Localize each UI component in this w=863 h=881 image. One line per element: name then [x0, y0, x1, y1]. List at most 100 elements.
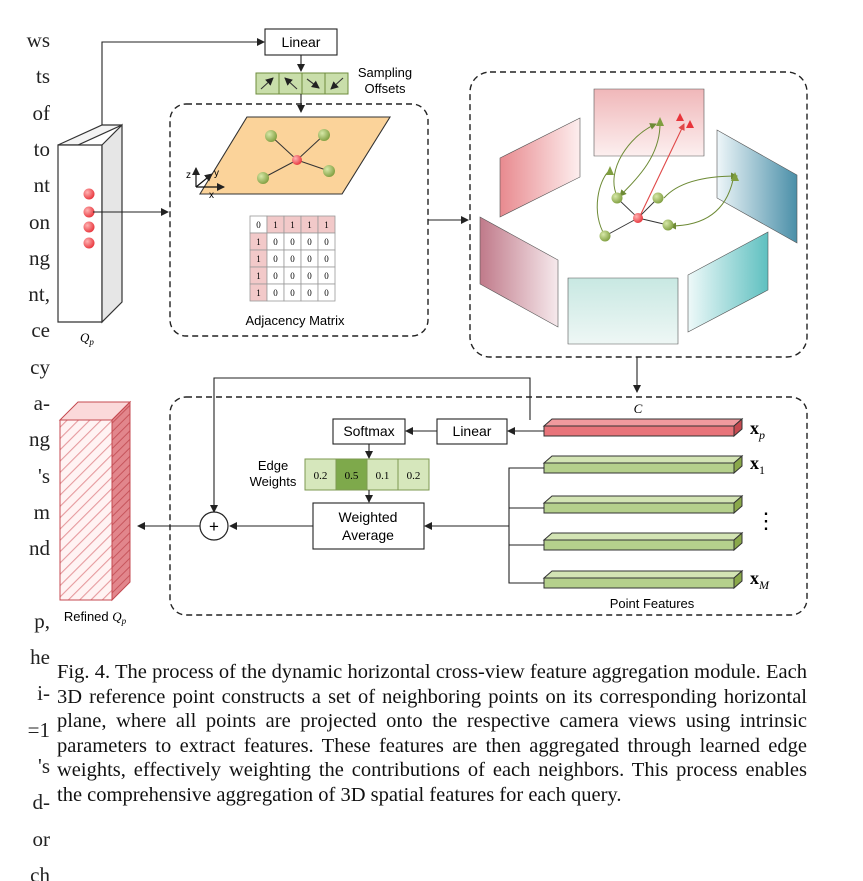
matrix-cell-value: 0	[290, 288, 295, 298]
point-features-label: Point Features	[610, 596, 695, 611]
feature-bar-2	[542, 494, 744, 515]
plane-neighbor-2	[318, 129, 330, 141]
query-point-4	[83, 237, 95, 249]
refined-query-prism	[58, 400, 132, 602]
matrix-cell-value: 0	[273, 288, 278, 298]
left-text-fragment: of	[32, 100, 51, 125]
matrix-cell-value: 0	[324, 271, 329, 281]
left-text-fragment: a-	[33, 391, 50, 415]
edge-weight-value: 0.2	[314, 470, 328, 482]
matrix-cell-value: 1	[273, 220, 278, 230]
sampling-offsets-boxes	[255, 72, 349, 95]
feature-bar-x1	[542, 454, 744, 475]
matrix-cell-value: 0	[290, 237, 295, 247]
query-point-1	[83, 188, 95, 200]
matrix-cell-value: 0	[307, 237, 312, 247]
adjacency-matrix-label: Adjacency Matrix	[246, 313, 345, 328]
plane-center-point	[292, 155, 302, 165]
linear-bottom-label: Linear	[453, 423, 492, 439]
plane-neighbor-4	[323, 165, 335, 177]
camera-view-blue-right	[716, 129, 798, 244]
skip-connection	[210, 377, 531, 513]
camera-view-teal-bottom	[567, 277, 679, 345]
plane-neighbor-1	[265, 130, 277, 142]
features-bracket	[508, 467, 544, 584]
matrix-cell-value: 0	[324, 237, 329, 247]
edge-weight-cell	[335, 458, 368, 491]
left-text-fragment: he	[30, 645, 50, 670]
matrix-cell	[317, 283, 336, 302]
left-text-fragment: ts	[35, 64, 50, 89]
camera-view-pink-left	[499, 117, 581, 218]
query-point-2	[83, 206, 95, 218]
camera-view-mauve-left	[479, 216, 559, 328]
left-text-fragment: i-	[37, 681, 50, 706]
matrix-cell-value: 0	[273, 271, 278, 281]
left-text-fragment: ng	[29, 427, 50, 452]
aggregation-panel	[169, 396, 808, 616]
left-text-fragment: =1	[27, 717, 50, 742]
edge-weight-value: 0.1	[376, 470, 390, 482]
camera-views-panel	[469, 71, 808, 358]
left-text-fragment: on	[29, 209, 50, 234]
matrix-cell-value: 1	[256, 254, 261, 264]
projection-graph	[596, 113, 739, 242]
left-text-fragment: p,	[34, 608, 50, 633]
edge-weight-cell	[397, 458, 430, 491]
axis-x-label: x	[209, 190, 214, 201]
left-text-fragment: m	[33, 499, 50, 524]
left-text-fragment: nt,	[28, 282, 50, 307]
plane-neighbor-3	[257, 172, 269, 184]
feature-bar-xm	[542, 569, 744, 590]
softmax-label: Softmax	[343, 423, 394, 439]
matrix-cell-value: 0	[307, 254, 312, 264]
left-text-fragment: ws	[26, 28, 50, 52]
matrix-cell-value: 0	[273, 254, 278, 264]
camera-view-teal-right	[687, 231, 769, 333]
left-text-fragment: 's	[38, 463, 50, 488]
axis-z-label: z	[186, 170, 191, 181]
matrix-cell-value: 0	[307, 288, 312, 298]
edge-weight-value: 0.5	[345, 470, 359, 482]
qp-label: Qp	[80, 330, 94, 347]
left-text-fragment: d-	[32, 790, 51, 815]
left-text-fragment: cy	[30, 354, 50, 379]
linear-bottom-box	[436, 418, 508, 445]
xyz-axes	[192, 167, 225, 191]
matrix-cell-value: 1	[290, 220, 295, 230]
left-text-fragment: ce	[31, 318, 50, 343]
left-text-fragment: ch	[30, 862, 50, 881]
matrix-cell-value: 1	[256, 288, 261, 298]
matrix-cell-value: 0	[273, 237, 278, 247]
matrix-cell-value: 0	[324, 254, 329, 264]
left-text-fragment: nd	[29, 536, 50, 561]
left-text-fragment: to	[33, 136, 50, 161]
matrix-cell-value: 1	[256, 271, 261, 281]
caption-body: The process of the dynamic horizontal cr…	[57, 661, 807, 806]
c-label: C	[634, 401, 643, 416]
axis-y-label: y	[214, 168, 219, 179]
arrow-prism-to-linear	[101, 38, 265, 125]
sum-node-label: +	[209, 517, 219, 536]
camera-view-pink-top	[593, 88, 705, 157]
caption-label: Fig. 4.	[57, 661, 111, 683]
matrix-cell-value: 0	[307, 271, 312, 281]
xm-label: xM	[750, 568, 770, 592]
figure-caption: Fig. 4. The process of the dynamic horiz…	[57, 660, 807, 807]
matrix-cell-value: 1	[256, 237, 261, 247]
matrix-cell-value: 0	[290, 254, 295, 264]
linear-top-box	[264, 28, 338, 56]
left-text-fragment: nt	[33, 173, 50, 198]
feature-bar-xp	[542, 417, 744, 438]
matrix-cell-value: 0	[256, 220, 261, 230]
matrix-cell-value: 1	[324, 220, 329, 230]
softmax-box	[332, 418, 406, 445]
matrix-cell-value: 1	[307, 220, 312, 230]
ellipsis-label: ⋮	[755, 508, 777, 533]
